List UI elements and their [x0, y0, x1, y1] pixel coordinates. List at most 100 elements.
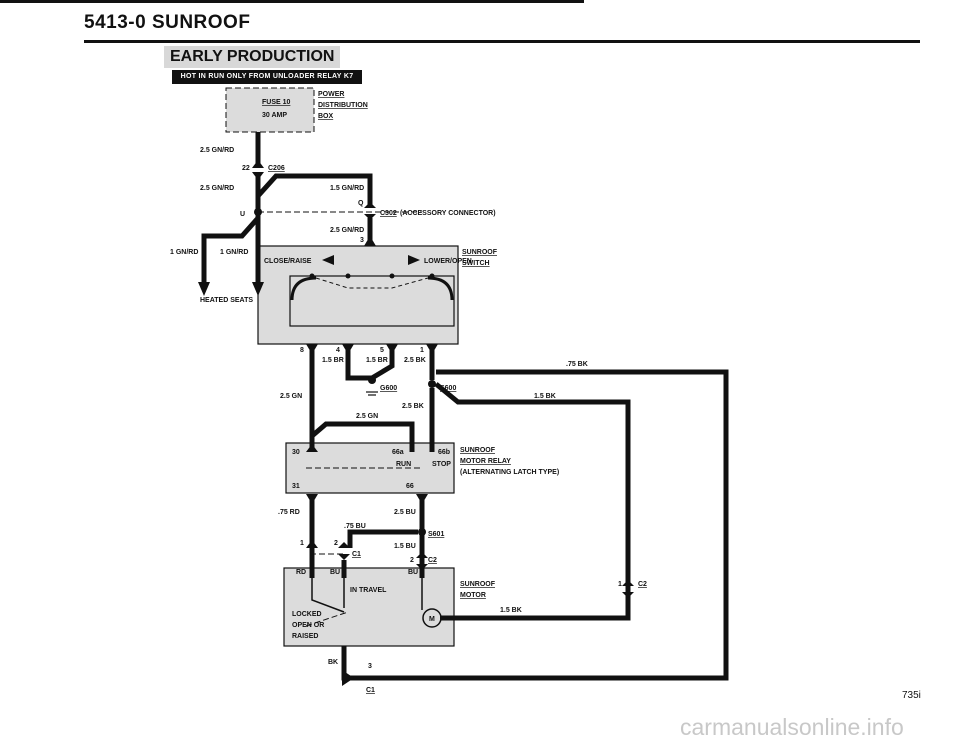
g600-dot	[368, 376, 376, 384]
arrow-sw-pin8	[306, 344, 318, 354]
heavy-wires	[201, 132, 729, 681]
relay-name-3: (ALTERNATING LATCH TYPE)	[460, 469, 559, 476]
c206-pin-label: 22	[242, 165, 250, 172]
fuse-name-label: FUSE 10	[262, 99, 291, 106]
arrow-symbols	[198, 160, 634, 686]
arrow-relay-31	[306, 494, 318, 504]
ground-symbol	[366, 391, 378, 396]
motor-internals	[311, 578, 423, 613]
hot-in-run-banner: HOT IN RUN ONLY FROM UNLOADER RELAY K7	[172, 70, 362, 84]
arrow-relay-30	[306, 444, 318, 452]
wire-label-bk-15b: 1.5 BK	[500, 607, 522, 614]
arrow-c1-bottom	[338, 554, 350, 560]
switch-name-2: SWITCH	[462, 260, 490, 267]
arrow-c302-down	[364, 214, 376, 220]
relay-pin-66b: 66b	[438, 449, 450, 456]
arrow-c206-up	[252, 160, 264, 168]
fuse-rating-label: 30 AMP	[262, 112, 287, 119]
arrow-switch-lower	[408, 255, 420, 265]
arrow-relay-66	[416, 494, 428, 504]
page-code: 735i	[902, 690, 921, 701]
g600-label: G600	[380, 385, 397, 392]
relay-pin-66: 66	[406, 483, 414, 490]
wire-label-bu-15: 1.5 BU	[394, 543, 416, 550]
s600-label: S600	[440, 385, 456, 392]
relay-run: RUN	[396, 461, 411, 468]
wire-s601-bu75	[347, 529, 418, 548]
wire-label-gn-rd-25c: 2.5 GN/RD	[330, 227, 364, 234]
arrow-c1-top	[338, 542, 350, 548]
s601-label: S601	[428, 531, 444, 538]
wire-label-bu-a: BU	[330, 569, 340, 576]
arrow-sw-pin4	[342, 344, 354, 354]
power-box-line3: BOX	[318, 113, 334, 120]
wire-label-bk-25a: 2.5 BK	[404, 357, 426, 364]
wire-gn25-relay	[310, 421, 415, 452]
motor-left-pin: 1	[300, 540, 304, 547]
wire-label-bu-b: BU	[408, 569, 418, 576]
arrow-sw-pin5	[386, 344, 398, 354]
motor-name-1: SUNROOF	[460, 581, 496, 588]
relay-box-border	[285, 442, 455, 494]
c1-pin-label: 2	[334, 540, 338, 547]
c206-label: C206	[268, 165, 285, 172]
wire-pin5-g600	[370, 350, 395, 381]
switch-pin-4: 4	[336, 347, 340, 354]
switch-name-1: SUNROOF	[462, 249, 498, 256]
c302-label: C302	[380, 210, 397, 217]
c2-right-pin-label: 1	[618, 581, 622, 588]
relay-pin-30: 30	[292, 449, 300, 456]
switch-dot-3	[389, 273, 395, 279]
switch-pin-8: 8	[300, 347, 304, 354]
c2-label: C2	[428, 557, 437, 564]
switch-pin-5: 5	[380, 347, 384, 354]
switch-dot-2	[345, 273, 351, 279]
s601-dot	[418, 528, 426, 536]
top-rule	[0, 0, 584, 3]
arrow-sw-pin3	[364, 236, 376, 246]
arrow-heated-1	[198, 282, 210, 296]
s600-dot	[428, 380, 436, 388]
motor-m-label: M	[429, 616, 435, 623]
relay-name-2: MOTOR RELAY	[460, 458, 511, 465]
switch-close-raise: CLOSE/RAISE	[264, 258, 312, 265]
wire-label-rd-75: .75 RD	[278, 509, 300, 516]
arrow-motor-left	[306, 540, 318, 548]
wire-label-gn-rd-1b: 1 GN/RD	[220, 249, 248, 256]
wire-label-bk-15a: 1.5 BK	[534, 393, 556, 400]
arrow-c2-bottom	[416, 564, 428, 570]
c1-bottom-label: C1	[366, 687, 375, 694]
motor-locked-1: LOCKED	[292, 611, 322, 618]
arrow-c2-right-bottom	[622, 592, 634, 598]
switch-close-arc	[290, 276, 317, 301]
power-box-line1: POWER	[318, 91, 344, 98]
wire-label-br-15b: 1.5 BR	[366, 357, 388, 364]
switch-internals	[290, 276, 454, 301]
motor-locked-3: RAISED	[292, 633, 318, 640]
power-box-line2: DISTRIBUTION	[318, 102, 368, 109]
fuse-box-outline	[225, 87, 315, 133]
wire-c206-to-c302	[255, 173, 373, 208]
wire-label-gn-rd-15: 1.5 GN/RD	[330, 185, 364, 192]
switch-internal-dashes	[315, 277, 429, 289]
motor-box-border	[283, 567, 455, 647]
arrow-sw-pin1	[426, 344, 438, 354]
motor-locked-2: OPEN OR	[292, 622, 324, 629]
wire-label-gn-rd-1a: 1 GN/RD	[170, 249, 198, 256]
relay-stop: STOP	[432, 461, 451, 468]
wire-s600-bk75	[341, 369, 729, 681]
wire-label-br-15a: 1.5 BR	[322, 357, 344, 364]
switch-inner-border	[289, 275, 455, 327]
wire-label-bk-75: .75 BK	[566, 361, 588, 368]
switch-lower-open: LOWER/OPEN	[424, 258, 472, 265]
watermark: carmanualsonline.info	[680, 714, 904, 740]
c1-bottom-pin: 3	[368, 663, 372, 670]
switch-pin3-label: 3	[360, 237, 364, 244]
wire-label-bk-25b: 2.5 BK	[402, 403, 424, 410]
wire-pin4-g600	[345, 350, 372, 381]
wire-label-bu-25: 2.5 BU	[394, 509, 416, 516]
c302-pin-label: Q	[358, 200, 364, 207]
wire-label-gn-25b: 2.5 GN	[356, 413, 378, 420]
heated-seats-label: HEATED SEATS	[200, 297, 253, 304]
